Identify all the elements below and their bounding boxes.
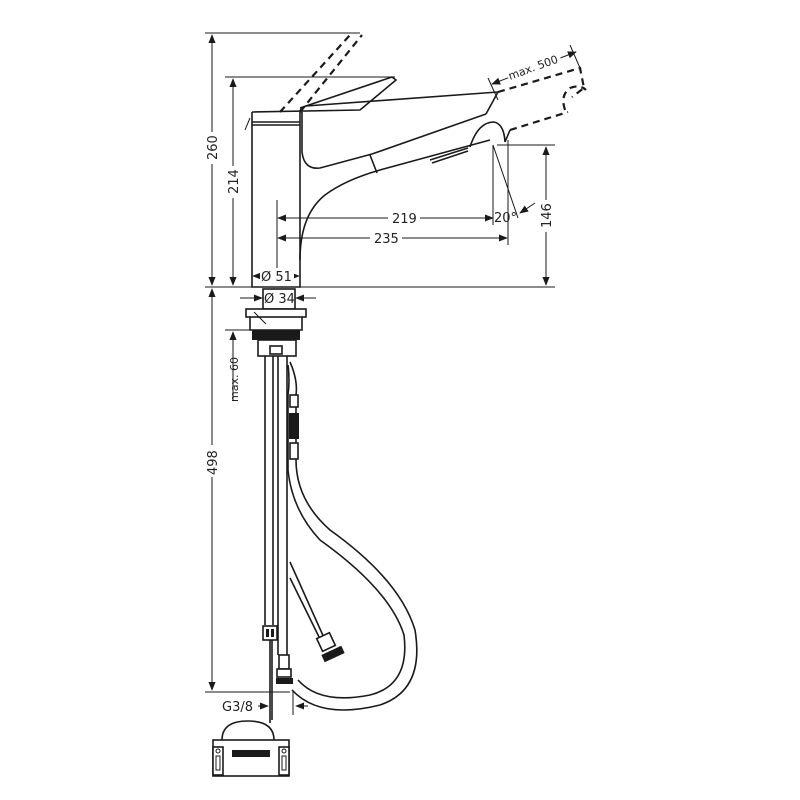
dim-260-label: 260 [206, 135, 221, 160]
dim-g38: G3/8 [222, 690, 308, 715]
dim-219: 219 [276, 200, 494, 270]
dim-235-label: 235 [374, 232, 399, 247]
dim-498: 498 [203, 288, 221, 691]
hose-loop [287, 361, 418, 711]
supply-pipes [262, 356, 293, 720]
dim-146-label: 146 [540, 203, 555, 228]
mounting-bracket [212, 720, 290, 777]
dim-20deg: 20° [492, 144, 536, 226]
dim-d34-label: Ø 34 [264, 292, 295, 307]
dim-219-label: 219 [392, 212, 417, 227]
dim-20deg-label: 20° [494, 211, 517, 226]
dim-max60: max. 60 [228, 331, 241, 402]
dim-d34: Ø 34 [240, 292, 316, 307]
dim-498-label: 498 [206, 450, 221, 475]
dim-d51: Ø 51 [252, 268, 300, 285]
dim-214: 214 [224, 78, 242, 286]
dim-214-label: 214 [227, 169, 242, 194]
dim-d51-label: Ø 51 [261, 270, 292, 285]
dim-g38-label: G3/8 [222, 700, 253, 715]
dim-146: 146 [537, 146, 555, 286]
dim-260: 260 [203, 34, 221, 286]
mounting-assembly [245, 288, 307, 357]
dim-max500-label: max. 500 [507, 53, 560, 83]
dim-235: 235 [277, 140, 509, 247]
dim-max60-label: max. 60 [228, 357, 241, 402]
